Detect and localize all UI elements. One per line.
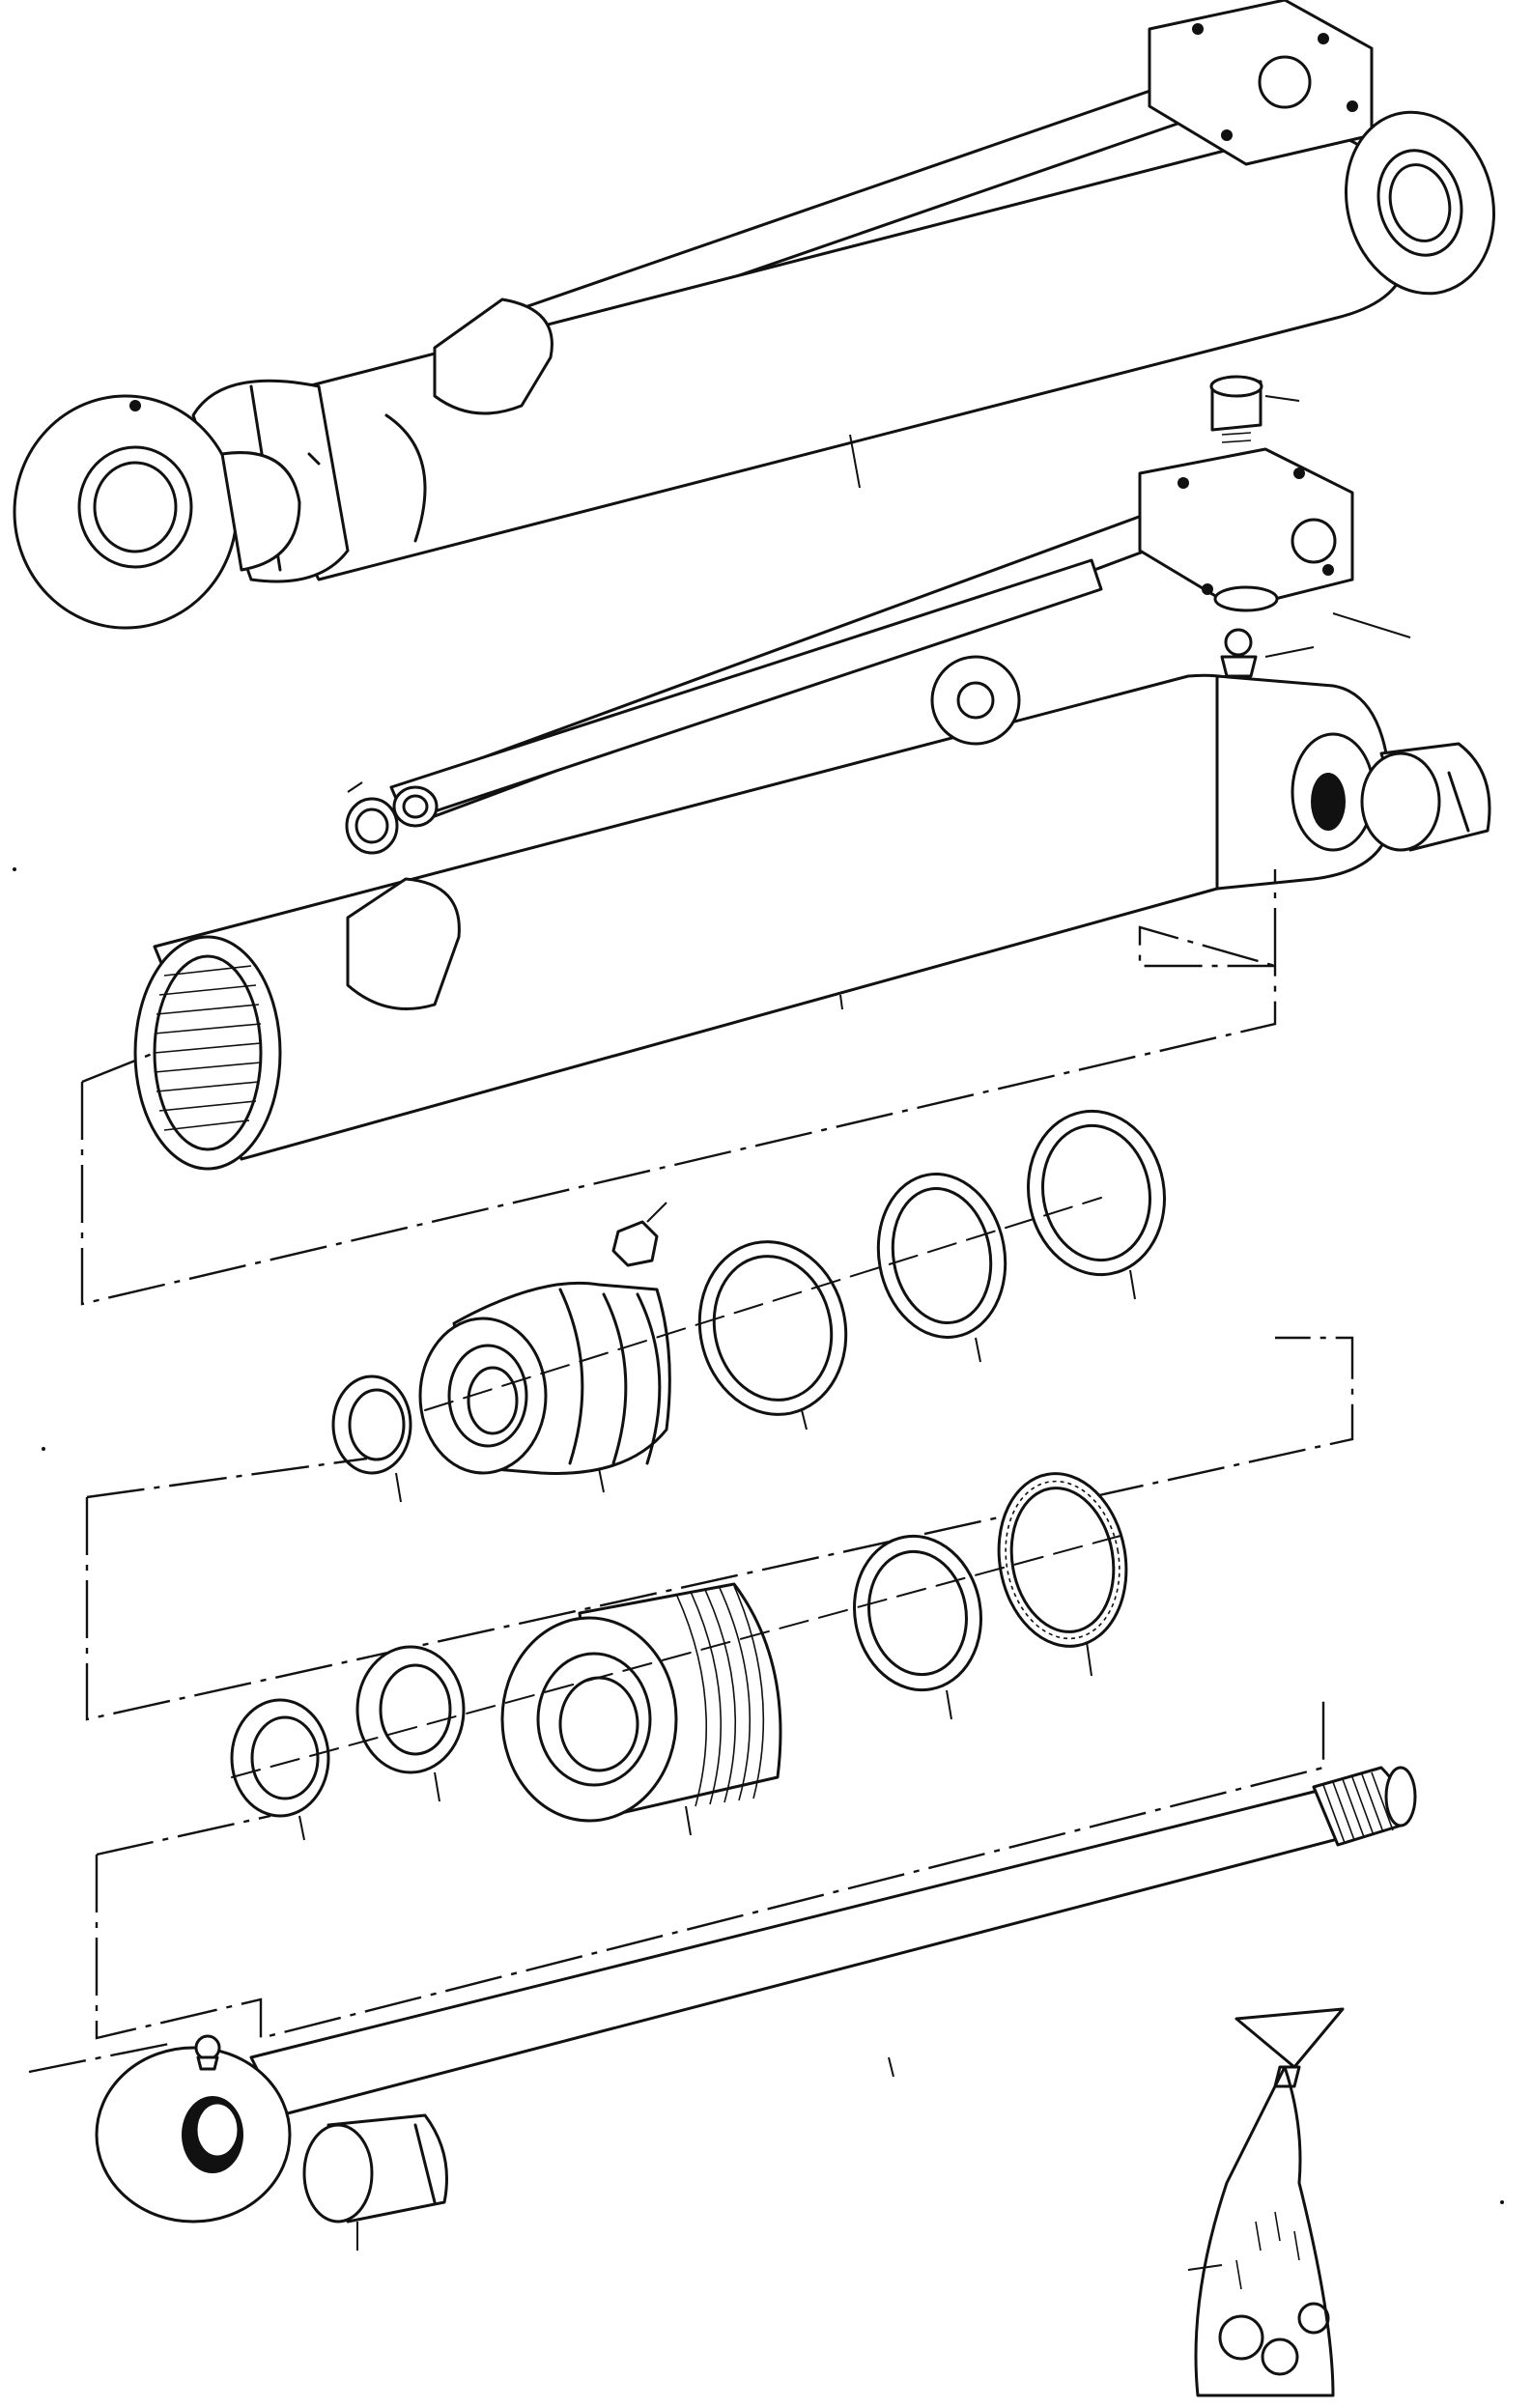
seal-kit-bag [1187,2007,1345,2397]
assembly-chain-line-1 [80,869,1277,1306]
assembled-cylinder [13,0,1496,630]
cylinder-tube [133,447,1491,1171]
rod-guide [331,1109,1166,1503]
assembly-chain-line-2 [85,1336,1354,1721]
piston-rod [28,1766,1417,2251]
piston [230,1472,1128,1841]
capscrew [1209,375,1300,443]
assembly-chain-line-3 [95,1700,1325,2040]
